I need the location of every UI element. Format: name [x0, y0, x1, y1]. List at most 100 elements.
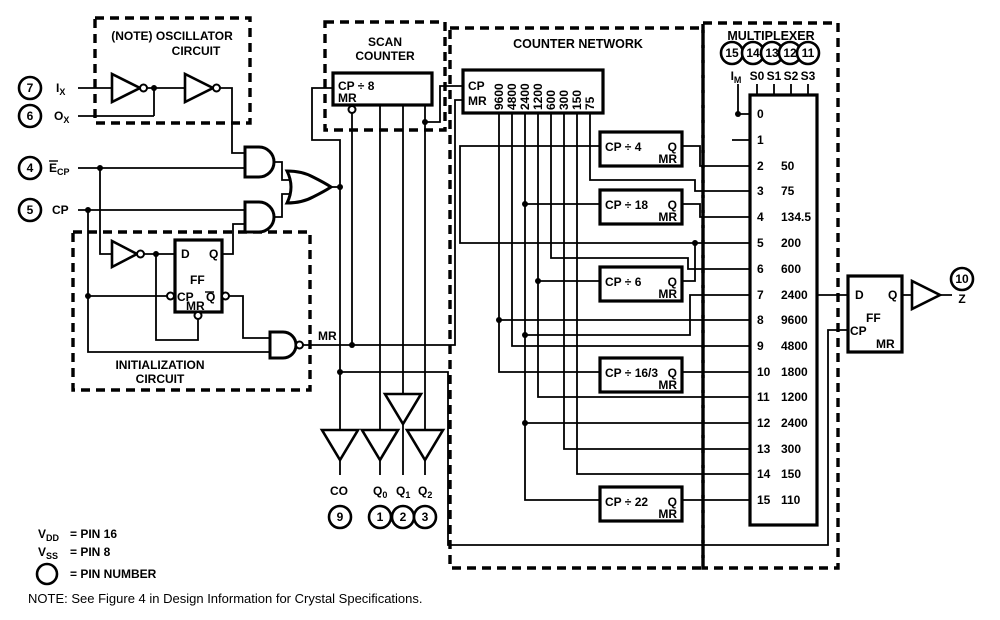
counter-network-block: CP MR 9600 4800 2400 1200 600 300 150 75 [461, 68, 605, 115]
pin-14-number: 14 [746, 46, 760, 60]
init-title-2: CIRCUIT [136, 372, 185, 386]
pin-7-number: 7 [27, 81, 34, 95]
q0-buffer [359, 428, 401, 463]
ff-cp-label: CP [850, 324, 867, 338]
scan-mr-label: MR [338, 91, 357, 105]
ff-q-label: Q [888, 288, 897, 302]
init-inverter [110, 238, 145, 270]
divider-block-div4: CP ÷ 4 Q MR [598, 130, 684, 168]
co-label: CO [330, 484, 348, 498]
footnote: NOTE: See Figure 4 in Design Information… [28, 591, 423, 606]
nand-gate [268, 330, 304, 360]
div-q-label: Q [668, 495, 677, 509]
scan-mr-bubble [347, 105, 357, 114]
q1-label: Q1 [396, 484, 410, 500]
mux-row-rate: 134.5 [781, 210, 811, 224]
oscillator-circuit-box: (NOTE) OSCILLATOR CIRCUIT [93, 16, 252, 125]
initialization-circuit-box: INITIALIZATION CIRCUIT [71, 230, 312, 392]
pin-9: 9 [327, 504, 353, 530]
pin-6-label: OX [54, 109, 69, 125]
pin-2-number: 2 [400, 510, 407, 524]
vss-label: VSS [38, 545, 58, 561]
mux-row-rate: 1200 [781, 390, 808, 404]
pin-3-number: 3 [422, 510, 429, 524]
mux-row-rate: 200 [781, 236, 801, 250]
oscillator-inverter-1 [110, 71, 148, 105]
pin-9-number: 9 [337, 510, 344, 524]
wires [78, 84, 952, 546]
s3-label: S3 [801, 69, 816, 83]
pin-12-number: 12 [783, 46, 797, 60]
oscillator-title-2: CIRCUIT [172, 44, 221, 58]
ff-mr-label: MR [876, 337, 895, 351]
mr-input-bubble [193, 311, 203, 320]
mux-pins: 15 14 13 12 11 IM S0 S1 S2 S3 [719, 40, 821, 85]
mux-row-num: 0 [757, 107, 764, 121]
div-q-label: Q [668, 140, 677, 154]
ff-d-label: D [855, 288, 864, 302]
inverter-bubble [136, 249, 145, 259]
counter-network-title: COUNTER NETWORK [513, 37, 643, 51]
mux-row-num: 15 [757, 493, 771, 507]
and-gate-1 [243, 145, 276, 179]
pin-5-label: CP [52, 203, 69, 217]
mux-row-num: 8 [757, 313, 764, 327]
pin-4-number: 4 [27, 161, 34, 175]
pin-6: 6 OX [17, 103, 69, 129]
q2-buffer [404, 428, 446, 463]
div-q-label: Q [668, 366, 677, 380]
counter-network-box: COUNTER NETWORK [448, 26, 705, 570]
vdd-value: = PIN 16 [70, 527, 117, 541]
mr-signal-label: MR [318, 329, 337, 343]
init-flip-flop: D Q FF CP Q MR [166, 238, 230, 320]
pin-number-symbol [35, 562, 59, 586]
network-mr-label: MR [468, 94, 487, 108]
q1-buffer [382, 392, 424, 427]
mux-row-num: 11 [757, 390, 770, 404]
tap-1200: 1200 [531, 83, 545, 110]
nand-bubble [295, 340, 304, 350]
inverter-bubble [212, 83, 221, 93]
cp-input-bubble [166, 291, 175, 301]
div-q-label: Q [668, 275, 677, 289]
ff-label: FF [190, 273, 205, 287]
mux-row-rate: 600 [781, 262, 801, 276]
mux-row-num: 5 [757, 236, 764, 250]
tap-600: 600 [544, 90, 558, 110]
init-title: INITIALIZATION [115, 358, 204, 372]
ff-mr-label: MR [186, 299, 205, 313]
tap-4800: 4800 [505, 83, 519, 110]
div-cp-label: CP ÷ 22 [605, 495, 648, 509]
mux-row-rate: 4800 [781, 339, 808, 353]
pin-1: 1 [367, 504, 393, 530]
mux-row-num: 4 [757, 210, 764, 224]
mux-row-num: 12 [757, 416, 771, 430]
q2-label: Q2 [418, 484, 432, 500]
pin-11-number: 11 [802, 46, 815, 60]
mux-row-rate: 300 [781, 442, 801, 456]
div-mr-label: MR [658, 287, 677, 301]
pin-7-label: IX [56, 81, 65, 97]
div-q-label: Q [668, 198, 677, 212]
pin-4: 4 ECP [17, 155, 70, 181]
pin-4-label: ECP [49, 161, 70, 177]
im-label: IM [731, 69, 742, 85]
s1-label: S1 [767, 69, 782, 83]
vdd-label: VDD [38, 527, 60, 543]
z-label: Z [958, 292, 965, 306]
scan-counter-block: CP ÷ 8 MR [331, 71, 434, 114]
vss-value: = PIN 8 [70, 545, 111, 559]
ff-q-label: Q [209, 247, 218, 261]
tap-75: 75 [583, 96, 597, 110]
mux-row-num: 6 [757, 262, 764, 276]
or-gate [284, 169, 334, 205]
mux-row-num: 14 [757, 467, 771, 481]
pin-10-number: 10 [955, 272, 969, 286]
multiplexer-title: MULTIPLEXER [727, 29, 814, 43]
output-buffer [910, 278, 943, 312]
mux-row-rate: 9600 [781, 313, 808, 327]
pin-6-number: 6 [27, 109, 34, 123]
ff-cp-label: CP [177, 290, 194, 304]
